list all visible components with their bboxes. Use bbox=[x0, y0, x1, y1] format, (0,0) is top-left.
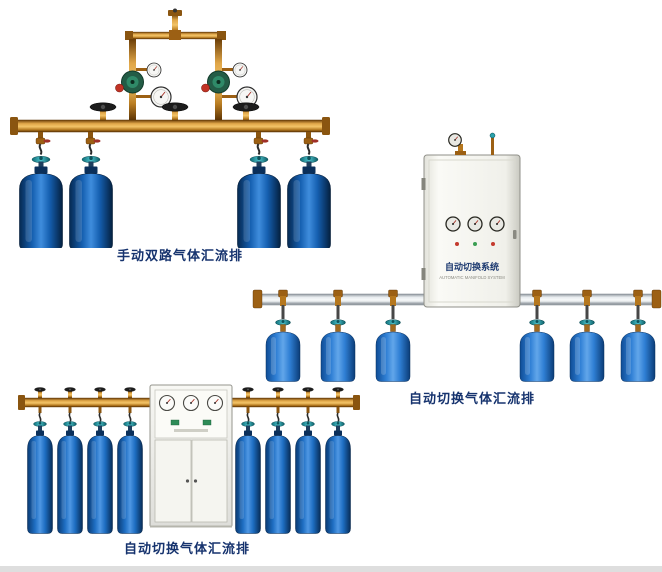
gas-cylinder bbox=[235, 421, 261, 534]
gas-cylinder bbox=[295, 421, 321, 534]
pressure-regulator bbox=[115, 70, 144, 94]
cabinet-gauge bbox=[445, 216, 461, 232]
cylinder-drop-valve bbox=[35, 131, 52, 156]
gas-cylinder bbox=[87, 421, 113, 534]
indicator-light bbox=[491, 242, 495, 246]
cabinet-gauge bbox=[158, 394, 176, 412]
pressure-gauge bbox=[448, 133, 462, 147]
gas-cylinder bbox=[265, 319, 301, 382]
pressure-gauge bbox=[146, 62, 162, 78]
gas-cylinder bbox=[265, 421, 291, 534]
indicator-light bbox=[473, 242, 477, 246]
gas-cylinder bbox=[375, 319, 411, 382]
door-handle bbox=[185, 479, 190, 483]
gas-cylinder bbox=[19, 155, 63, 248]
product-caption: 自动切换气体汇流排 bbox=[123, 541, 250, 556]
cabinet-top-fittings bbox=[448, 132, 496, 155]
cabinet-gauge bbox=[489, 216, 505, 232]
control-cabinet: 自动切换系统 AUTOMATIC MANIFOLD SYSTEM bbox=[421, 154, 521, 308]
cabinet-door bbox=[154, 439, 192, 523]
gas-cylinder bbox=[27, 421, 53, 534]
valve-handwheel bbox=[161, 102, 189, 122]
valve-handwheel bbox=[89, 102, 117, 122]
gas-cylinder bbox=[117, 421, 143, 534]
cabinet-subtitle: AUTOMATIC MANIFOLD SYSTEM bbox=[439, 275, 505, 280]
door-handle bbox=[193, 479, 198, 483]
cabinet-title: 自动切换系统 bbox=[445, 261, 499, 272]
control-cabinet bbox=[149, 384, 233, 528]
bottom-edge-strip bbox=[0, 566, 662, 572]
valve-handwheel bbox=[232, 102, 260, 122]
gas-cylinder bbox=[69, 155, 113, 248]
gas-cylinder bbox=[320, 319, 356, 382]
manifold-header-assembly bbox=[115, 8, 258, 120]
cylinder-drop-valve bbox=[85, 131, 102, 156]
pressure-regulator bbox=[201, 70, 230, 94]
gas-cylinder bbox=[569, 319, 605, 382]
auto-switch-manifold-figure: 自动切换系统 AUTOMATIC MANIFOLD SYSTEM bbox=[252, 132, 662, 382]
relief-valve bbox=[489, 132, 496, 139]
cabinet-hinge bbox=[421, 178, 426, 190]
gas-cylinder bbox=[325, 421, 351, 534]
gas-cylinder bbox=[57, 421, 83, 534]
cabinet-gauge bbox=[182, 394, 200, 412]
pressure-gauge bbox=[232, 62, 248, 78]
cabinet-gauge bbox=[206, 394, 224, 412]
panel-label-strip bbox=[174, 429, 208, 432]
cabinet-base bbox=[150, 525, 232, 528]
panel-button bbox=[202, 419, 212, 426]
cabinet-door bbox=[191, 439, 228, 523]
auto-switch-floor-manifold-figure bbox=[18, 384, 360, 534]
product-caption: 自动切换气体汇流排 bbox=[408, 391, 535, 406]
cabinet-gauge bbox=[467, 216, 483, 232]
indicator-light bbox=[455, 242, 459, 246]
cabinet-hinge bbox=[421, 268, 426, 280]
gas-cylinder bbox=[620, 319, 656, 382]
cabinet-handle bbox=[513, 230, 517, 239]
panel-button bbox=[170, 419, 180, 426]
product-caption: 手动双路气体汇流排 bbox=[116, 248, 243, 263]
manifold-pipe bbox=[10, 117, 330, 135]
manual-dual-manifold-figure bbox=[10, 8, 331, 248]
gas-cylinder bbox=[519, 319, 555, 382]
